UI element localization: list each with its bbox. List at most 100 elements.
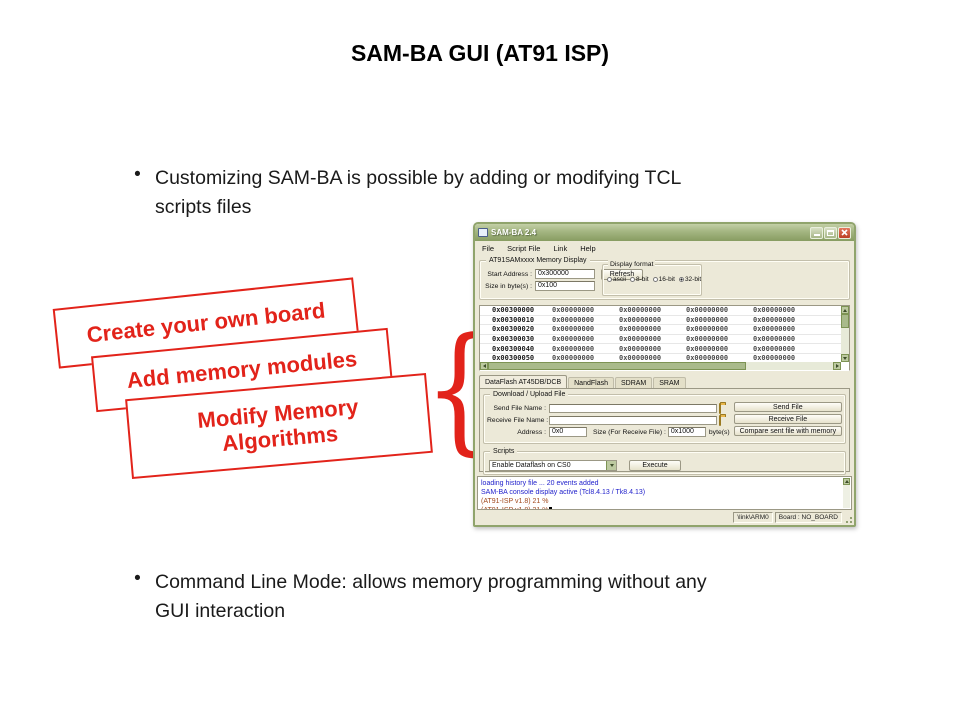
scripts-dropdown-value: Enable Dataflash on CS0: [492, 462, 571, 469]
memory-address: 0x00300040: [492, 344, 535, 353]
address-input[interactable]: 0x0: [549, 427, 587, 437]
display-format-group: Display format ascii 8-bit 16-bit 32-bit: [602, 260, 702, 296]
refresh-button[interactable]: Refresh: [601, 268, 643, 280]
bullet-text: Customizing SAM-BA is possible by adding…: [155, 167, 681, 218]
window-title: SAM-BA 2.4: [491, 228, 537, 237]
console-line: loading history file ... 20 events added: [481, 480, 599, 487]
callout-modify-algorithms-label: Modify Memory Algorithms: [196, 393, 360, 456]
start-address-label: Start Address :: [487, 270, 532, 278]
memory-value: 0x00000000: [619, 325, 662, 334]
arrow-left-icon: [481, 364, 486, 368]
memory-row: 0x00300050 0x00000000 0x00000000 0x00000…: [480, 354, 841, 362]
memory-row: 0x00300010 0x00000000 0x00000000 0x00000…: [480, 316, 841, 326]
arrow-right-icon: [835, 364, 841, 368]
radio-16bit[interactable]: 16-bit: [652, 276, 675, 283]
menu-item-file[interactable]: File: [482, 243, 495, 253]
memory-value: 0x00000000: [686, 344, 729, 353]
radio-icon: [630, 277, 636, 282]
tab-nandflash[interactable]: NandFlash: [568, 377, 614, 388]
radio-selected-icon: [678, 277, 684, 282]
memory-value: 0x00000000: [552, 315, 595, 324]
scroll-right-button[interactable]: [833, 362, 841, 370]
start-address-input[interactable]: 0x300000: [535, 269, 595, 279]
radio-ascii[interactable]: ascii: [607, 276, 626, 283]
console-scrollbar[interactable]: [843, 478, 850, 508]
scroll-left-button[interactable]: [480, 362, 488, 370]
memory-value: 0x00000000: [552, 335, 595, 344]
close-button[interactable]: [838, 226, 851, 239]
download-upload-group: Download / Upload File Send File Name : …: [483, 390, 846, 444]
resize-grip[interactable]: [844, 515, 852, 523]
radio-icon: [652, 277, 658, 282]
horizontal-scrollbar[interactable]: [480, 362, 841, 370]
page-title: SAM-BA GUI (AT91 ISP): [350, 40, 610, 66]
menu-item-help[interactable]: Help: [580, 243, 596, 253]
memory-address: 0x00300050: [492, 354, 535, 362]
memory-address: 0x00300010: [492, 315, 535, 324]
status-bar: \link\ARM0 Board : NO_BOARD: [475, 510, 854, 525]
send-file-label: Send File Name :: [493, 404, 546, 412]
console-line-text: (AT91-ISP v1.8) 21 %: [481, 507, 548, 509]
memory-value: 0x00000000: [552, 306, 595, 315]
memory-row: 0x00300030 0x00000000 0x00000000 0x00000…: [480, 335, 841, 345]
size-for-receive-input[interactable]: 0x1000: [667, 427, 706, 437]
memory-value: 0x00000000: [753, 306, 796, 315]
radio-32bit[interactable]: 32-bit: [678, 276, 702, 283]
memory-value: 0x00000000: [686, 306, 729, 315]
menu-item-script-file[interactable]: Script File: [507, 243, 541, 253]
window-titlebar[interactable]: SAM-BA 2.4: [475, 224, 854, 241]
memory-display-group-label: AT91SAMxxxx Memory Display: [486, 256, 590, 265]
radio-ascii-label: ascii: [613, 276, 627, 283]
memory-address: 0x00300020: [492, 325, 535, 334]
compare-button[interactable]: Compare sent file with memory: [733, 426, 842, 436]
arrow-down-icon: [843, 356, 847, 362]
memory-display-group: AT91SAMxxxx Memory Display Start Address…: [479, 256, 850, 300]
horizontal-scroll-track[interactable]: [746, 362, 833, 370]
receive-file-input[interactable]: [549, 415, 717, 425]
memory-table: 0x00300000 0x00000000 0x00000000 0x00000…: [479, 305, 850, 371]
memory-value: 0x00000000: [753, 354, 796, 362]
open-folder-icon: [718, 402, 721, 414]
bytes-label: byte(s): [708, 428, 730, 436]
scripts-dropdown[interactable]: Enable Dataflash on CS0: [489, 460, 617, 471]
bullet-glyph: •: [134, 568, 141, 589]
bullet-item-customizing: • Customizing SAM-BA is possible by addi…: [120, 164, 760, 222]
horizontal-scroll-thumb[interactable]: [488, 362, 746, 370]
dropdown-arrow-button[interactable]: [606, 461, 616, 470]
radio-8bit[interactable]: 8-bit: [630, 276, 649, 283]
arrow-up-icon: [844, 478, 849, 483]
address-label: Address :: [517, 428, 546, 436]
vertical-scrollbar[interactable]: [841, 306, 849, 362]
close-icon: [841, 229, 848, 236]
tab-sram[interactable]: SRAM: [653, 377, 686, 388]
arrow-up-icon: [843, 307, 847, 312]
scroll-down-button[interactable]: [841, 354, 849, 362]
download-upload-group-label: Download / Upload File: [490, 390, 569, 399]
memory-row: 0x00300000 0x00000000 0x00000000 0x00000…: [480, 306, 841, 316]
tab-sdram[interactable]: SDRAM: [614, 377, 653, 388]
send-file-button[interactable]: Send File: [733, 402, 842, 412]
menu-item-link[interactable]: Link: [553, 243, 568, 253]
scroll-up-button[interactable]: [841, 306, 849, 314]
tab-dataflash[interactable]: DataFlash AT45DB/DCB: [479, 375, 568, 388]
receive-file-label: Receive File Name :: [487, 416, 549, 424]
memory-address: 0x00300000: [492, 306, 535, 315]
scroll-up-button[interactable]: [843, 478, 850, 485]
console-output[interactable]: loading history file ... 20 events added…: [477, 476, 852, 510]
chevron-down-icon: [609, 464, 614, 469]
size-bytes-input[interactable]: 0x100: [535, 281, 595, 291]
send-file-browse-button[interactable]: [718, 402, 730, 414]
size-for-receive-label: Size (For Receive File) :: [593, 428, 666, 436]
vertical-scroll-thumb[interactable]: [841, 314, 849, 328]
receive-file-browse-button[interactable]: [718, 414, 730, 426]
minimize-button[interactable]: [810, 226, 823, 239]
memory-value: 0x00000000: [686, 325, 729, 334]
send-file-input[interactable]: [549, 403, 717, 413]
radio-32bit-label: 32-bit: [684, 276, 702, 283]
receive-file-button[interactable]: Receive File: [733, 414, 842, 424]
execute-button[interactable]: Execute: [629, 460, 681, 471]
memory-address: 0x00300030: [492, 335, 535, 344]
samba-window: SAM-BA 2.4 File Script File Link Help AT…: [473, 222, 856, 527]
maximize-button[interactable]: [824, 226, 837, 239]
app-icon: [478, 228, 488, 237]
